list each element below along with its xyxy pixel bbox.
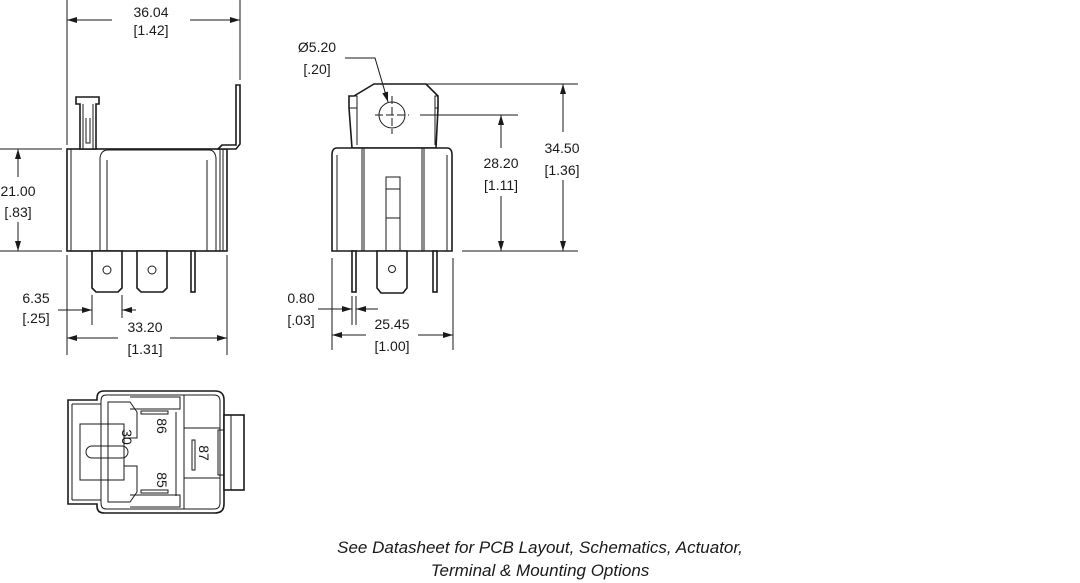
hole-height-in: [1.11] — [484, 177, 518, 193]
hole-height-mm: 28.20 — [483, 155, 518, 171]
width-in: [1.42] — [133, 22, 168, 38]
pin — [351, 250, 357, 293]
pin-width-mm: 0.80 — [287, 290, 314, 306]
terminal — [91, 250, 123, 293]
side-latch — [223, 414, 245, 491]
pin-width-in: [.03] — [287, 312, 314, 328]
height-mm: 21.00 — [0, 183, 35, 199]
pin — [190, 250, 196, 293]
bent-tab — [216, 84, 241, 150]
hole-mm: Ø5.20 — [298, 39, 336, 55]
pin — [432, 250, 438, 293]
hole-in: [.20] — [303, 61, 330, 77]
front-view: 36.04 [1.42] 21.00 [.83] 6.35 [.25] 33.2… — [0, 0, 241, 357]
relay-body — [331, 147, 453, 252]
top-clip — [75, 96, 100, 150]
pin-30-slot — [85, 445, 129, 459]
caption-line-2: Terminal & Mounting Options — [430, 561, 650, 580]
pin-label-87: 87 — [196, 445, 212, 461]
pin-label-85: 85 — [154, 472, 170, 488]
total-height-mm: 34.50 — [544, 140, 579, 156]
body-width-in: [1.00] — [374, 338, 409, 354]
pin-label-86: 86 — [154, 418, 170, 434]
body-width-mm: 25.45 — [374, 316, 409, 332]
bottom-view: 30 86 85 87 — [67, 390, 245, 514]
pin-label-30: 30 — [119, 429, 135, 445]
body-width-in: [1.31] — [127, 341, 162, 357]
relay-body — [66, 148, 228, 252]
terminal-width-mm: 6.35 — [22, 290, 49, 306]
width-mm: 36.04 — [133, 4, 168, 20]
side-view: Ø5.20 [.20] 28.20 [1.11] 34.50 [1.36] 0.… — [287, 39, 579, 354]
total-height-in: [1.36] — [544, 162, 579, 178]
body-width-mm: 33.20 — [127, 319, 162, 335]
mounting-bracket — [348, 83, 439, 149]
terminal-width-in: [.25] — [22, 310, 49, 326]
caption-line-1: See Datasheet for PCB Layout, Schematics… — [337, 538, 743, 557]
height-in: [.83] — [4, 204, 31, 220]
terminal — [136, 250, 168, 293]
